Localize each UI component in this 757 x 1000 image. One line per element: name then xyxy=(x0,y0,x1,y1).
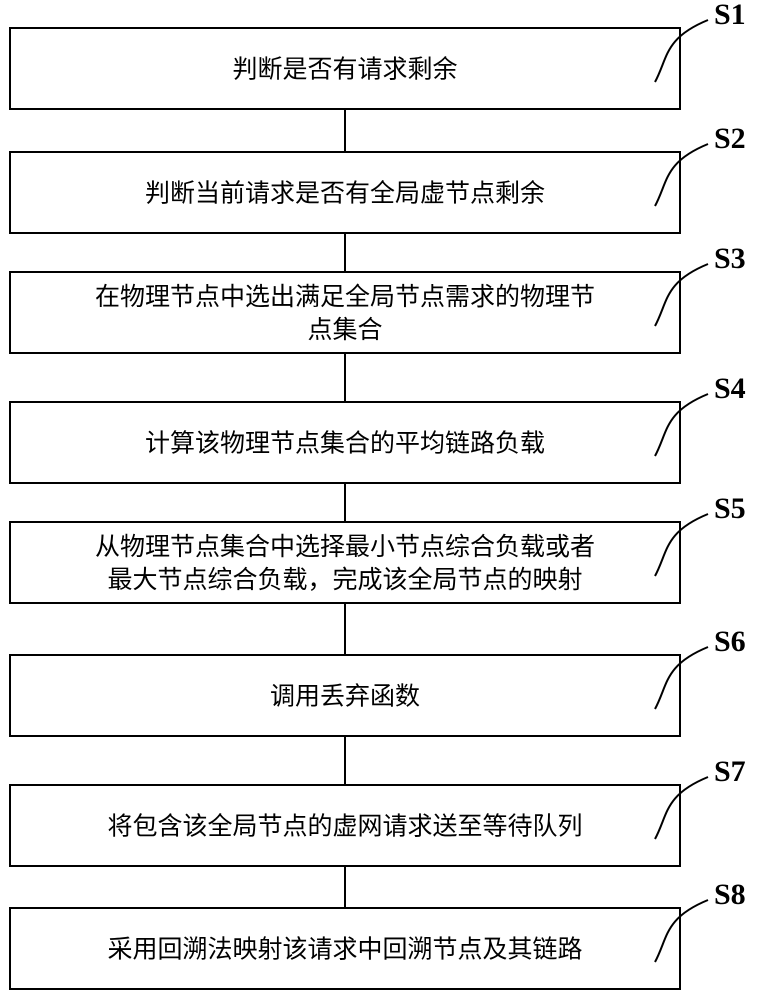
step-leader-s8 xyxy=(654,899,709,963)
step-box-s7 xyxy=(9,784,681,867)
step-label-s7: S7 xyxy=(714,755,746,788)
step-text-s6-line-1: 调用丢弃函数 xyxy=(270,682,420,711)
step-box-s3 xyxy=(9,271,681,354)
step-box-s8 xyxy=(9,907,681,990)
step-leader-s3 xyxy=(654,263,709,327)
step-label-s8: S8 xyxy=(714,878,746,911)
step-text-s7-line-1: 将包含该全局节点的虚网请求送至等待队列 xyxy=(107,812,582,841)
step-text-s3-line-1: 在物理节点中选出满足全局节点需求的物理节 xyxy=(95,282,595,311)
step-label-s3: S3 xyxy=(714,242,746,275)
step-leader-s5 xyxy=(654,513,709,577)
step-text-s4-line-1: 计算该物理节点集合的平均链路负载 xyxy=(145,429,545,458)
step-text-s2-line-1: 判断当前请求是否有全局虚节点剩余 xyxy=(145,179,545,208)
step-text-s5-line-2: 最大节点综合负载，完成该全局节点的映射 xyxy=(107,565,582,594)
step-leader-s2 xyxy=(654,143,709,207)
step-label-s6: S6 xyxy=(714,625,746,658)
step-label-s5: S5 xyxy=(714,492,746,525)
step-box-s6 xyxy=(9,654,681,737)
step-text-s3-line-2: 点集合 xyxy=(307,315,382,344)
step-text-s1-line-1: 判断是否有请求剩余 xyxy=(232,55,457,84)
step-leader-s4 xyxy=(654,393,709,457)
step-leader-s6 xyxy=(654,646,709,710)
step-leader-s1 xyxy=(654,19,709,83)
step-label-s2: S2 xyxy=(714,122,746,155)
step-text-s8-line-1: 采用回溯法映射该请求中回溯节点及其链路 xyxy=(107,935,582,964)
step-text-s5-line-1: 从物理节点集合中选择最小节点综合负载或者 xyxy=(95,532,595,561)
step-box-s2 xyxy=(9,151,681,234)
step-box-s4 xyxy=(9,401,681,484)
step-label-s1: S1 xyxy=(714,0,746,31)
step-box-s5 xyxy=(9,521,681,604)
step-leader-s7 xyxy=(654,776,709,840)
step-box-s1 xyxy=(9,27,681,110)
step-label-s4: S4 xyxy=(714,372,746,405)
